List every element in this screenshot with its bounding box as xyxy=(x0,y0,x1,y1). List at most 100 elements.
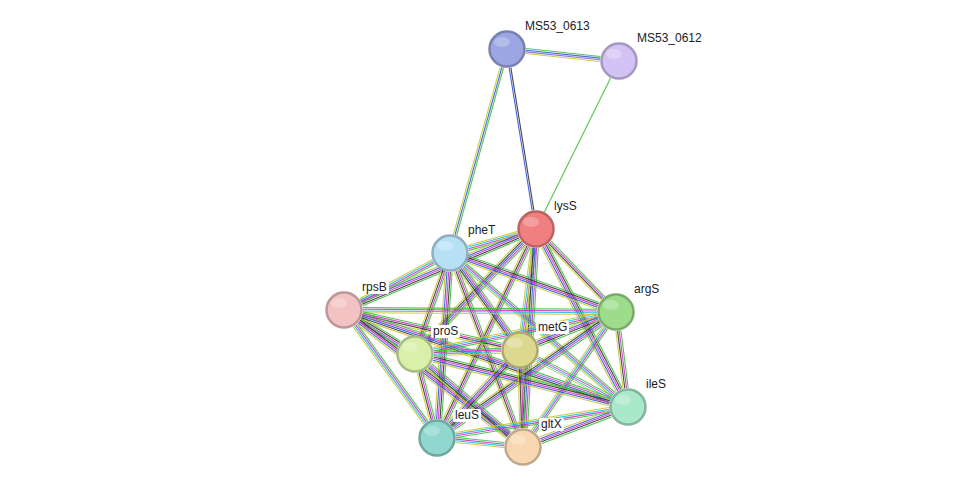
node-disc xyxy=(599,295,634,330)
node-label: argS xyxy=(632,283,661,296)
evidence-line xyxy=(619,331,626,388)
evidence-line xyxy=(450,364,507,424)
node-circle xyxy=(418,419,456,457)
node-glare xyxy=(507,338,523,348)
node-disc xyxy=(506,430,541,465)
node-glare xyxy=(494,37,510,47)
node-glare xyxy=(603,300,619,310)
node-disc xyxy=(611,390,646,425)
interaction-edge xyxy=(544,78,610,212)
protein-node: leuS xyxy=(418,419,456,457)
node-circle xyxy=(431,234,469,272)
evidence-line xyxy=(536,360,610,399)
interaction-edge xyxy=(536,357,613,401)
interaction-edge xyxy=(518,369,525,428)
evidence-line xyxy=(453,67,500,234)
node-disc xyxy=(602,44,637,79)
node-glare xyxy=(606,49,622,59)
interaction-edge xyxy=(458,266,511,336)
evidence-line xyxy=(511,68,534,210)
node-label: MS53_0612 xyxy=(635,32,704,45)
node-glare xyxy=(424,426,440,436)
node-circle xyxy=(504,428,542,466)
evidence-line xyxy=(518,369,520,428)
node-glare xyxy=(437,241,453,251)
evidence-line xyxy=(451,365,508,425)
interaction-edge xyxy=(453,67,503,235)
node-disc xyxy=(420,421,455,456)
evidence-line xyxy=(526,52,600,60)
node-disc xyxy=(503,333,538,368)
evidence-line xyxy=(453,323,601,427)
interaction-edge xyxy=(417,372,434,421)
protein-node: ileS xyxy=(609,388,647,426)
evidence-line xyxy=(538,357,612,396)
interaction-edge xyxy=(509,68,534,211)
protein-node: pheT xyxy=(431,234,469,272)
protein-node: lysS xyxy=(517,210,555,248)
node-circle xyxy=(488,30,526,68)
node-label: leuS xyxy=(453,409,481,422)
evidence-line xyxy=(360,320,509,434)
node-glare xyxy=(510,435,526,445)
node-glare xyxy=(523,217,539,227)
node-circle xyxy=(325,291,363,329)
interaction-edge xyxy=(434,348,501,356)
evidence-line xyxy=(360,260,433,299)
evidence-line xyxy=(469,256,599,302)
interaction-edge xyxy=(540,411,612,444)
node-disc xyxy=(433,236,468,271)
evidence-line xyxy=(422,372,434,419)
evidence-line xyxy=(536,361,610,400)
evidence-line xyxy=(448,361,505,421)
node-label: rpsB xyxy=(360,281,389,294)
node-circle xyxy=(517,210,555,248)
node-disc xyxy=(490,32,525,67)
protein-node: metG xyxy=(501,331,539,369)
evidence-line xyxy=(456,443,504,448)
interaction-edge xyxy=(526,48,601,61)
protein-node: proS xyxy=(396,335,434,373)
node-label: proS xyxy=(431,325,460,338)
evidence-line xyxy=(457,68,504,235)
node-disc xyxy=(398,337,433,372)
evidence-line xyxy=(421,372,433,419)
evidence-line xyxy=(526,54,600,62)
evidence-line xyxy=(526,50,600,58)
evidence-line xyxy=(434,353,501,356)
node-label: MS53_0613 xyxy=(523,20,592,33)
protein-node: gltX xyxy=(504,428,542,466)
evidence-line xyxy=(360,261,433,300)
evidence-line xyxy=(363,313,597,315)
evidence-line xyxy=(463,267,612,396)
interaction-edge xyxy=(360,260,435,303)
evidence-line xyxy=(509,68,532,210)
evidence-line xyxy=(540,411,609,437)
protein-node: MS53_0613 xyxy=(488,30,526,68)
protein-node: argS xyxy=(597,293,635,331)
interaction-edge xyxy=(363,308,597,315)
protein-node: MS53_0612 xyxy=(600,42,638,80)
node-circle xyxy=(609,388,647,426)
evidence-line xyxy=(618,331,625,388)
evidence-line xyxy=(455,67,502,234)
evidence-line xyxy=(616,331,623,388)
evidence-line xyxy=(419,373,431,420)
node-circle xyxy=(396,335,434,373)
evidence-line xyxy=(468,258,598,304)
node-label: metG xyxy=(536,321,569,334)
node-glare xyxy=(331,298,347,308)
interaction-edge xyxy=(448,361,510,426)
evidence-line xyxy=(363,315,611,400)
interaction-edge xyxy=(451,320,603,430)
interaction-edge xyxy=(616,331,628,389)
node-label: gltX xyxy=(539,418,564,431)
node-disc xyxy=(519,212,554,247)
node-label: ileS xyxy=(644,378,668,391)
protein-node: rpsB xyxy=(325,291,363,329)
evidence-line xyxy=(544,78,610,212)
node-circle xyxy=(501,331,539,369)
